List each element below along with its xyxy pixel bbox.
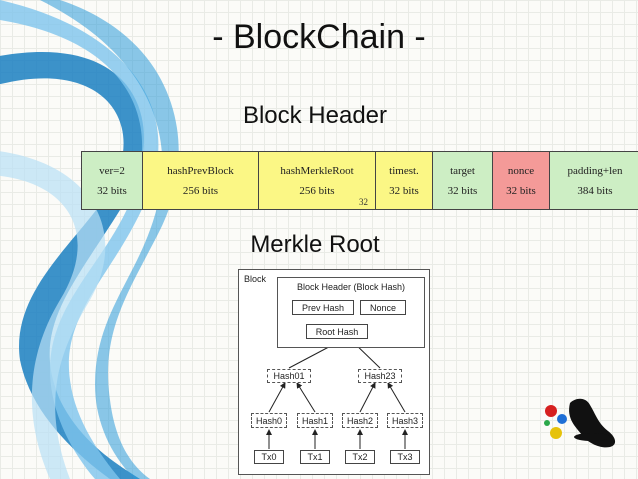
field-hash-merkle-root: hashMerkleRoot 256 bits <box>259 152 376 209</box>
field-name: timest. <box>389 164 419 177</box>
blue-swoosh-decoration <box>0 0 179 479</box>
block-label: Block <box>244 274 267 284</box>
arrow-hash0-hash01 <box>268 382 286 413</box>
block-header-table: ver=2 32 bits hashPrevBlock 256 bits has… <box>81 151 638 210</box>
tx0-box: Tx0 <box>254 450 284 464</box>
tx2-box: Tx2 <box>345 450 375 464</box>
field-name: hashPrevBlock <box>167 164 234 177</box>
hash1-box: Hash1 <box>297 413 333 428</box>
field-bits: 256 bits <box>182 184 219 197</box>
field-bits: 384 bits <box>577 184 613 197</box>
field-target: target 32 bits <box>433 152 493 209</box>
block-header-title: Block Header (Block Hash) <box>296 282 406 292</box>
field-bits: 32 bits <box>447 184 478 197</box>
field-name: target <box>450 164 475 177</box>
tx1-box: Tx1 <box>300 450 330 464</box>
hash23-box: Hash23 <box>358 369 402 383</box>
tx3-box: Tx3 <box>390 450 420 464</box>
merkle-root-heading: Merkle Root <box>250 231 380 258</box>
field-bits: 32 bits <box>506 184 536 197</box>
arrow-hash3-hash23 <box>387 382 406 413</box>
field-version: ver=2 32 bits <box>82 152 143 209</box>
field-nonce: nonce 32 bits <box>493 152 550 209</box>
colored-balls-icon <box>544 398 616 448</box>
field-hash-prev-block: hashPrevBlock 256 bits <box>143 152 259 209</box>
prev-hash-box: Prev Hash <box>292 300 354 315</box>
field-name: ver=2 <box>99 164 125 177</box>
field-timestamp: timest. 32 bits <box>376 152 433 209</box>
field-bits: 256 bits <box>299 184 335 197</box>
block-header-box: Block Header (Block Hash) Prev Hash Nonc… <box>277 277 425 348</box>
hash01-box: Hash01 <box>267 369 311 383</box>
hash2-box: Hash2 <box>342 413 378 428</box>
block-header-heading: Block Header <box>242 102 388 129</box>
nonce-box: Nonce <box>360 300 406 315</box>
arrow-hash2-hash23 <box>359 382 376 413</box>
field-name: hashMerkleRoot <box>280 164 354 177</box>
slide-title: - BlockChain - <box>212 18 426 56</box>
field-bits: 32 bits <box>97 184 127 197</box>
field-bits: 32 bits <box>389 184 419 197</box>
root-hash-box: Root Hash <box>306 324 368 339</box>
hash0-box: Hash0 <box>251 413 287 428</box>
arrow-hash1-hash01 <box>296 382 316 413</box>
merkle-block-diagram: Block Block Header (Block Hash) Prev Has… <box>238 269 430 475</box>
field-padding-len: padding+len 384 bits <box>550 152 638 209</box>
field-name: nonce <box>507 164 535 177</box>
field-name: padding+len <box>567 164 623 177</box>
header-footnote: 32 <box>359 197 368 207</box>
hash3-box: Hash3 <box>387 413 423 428</box>
